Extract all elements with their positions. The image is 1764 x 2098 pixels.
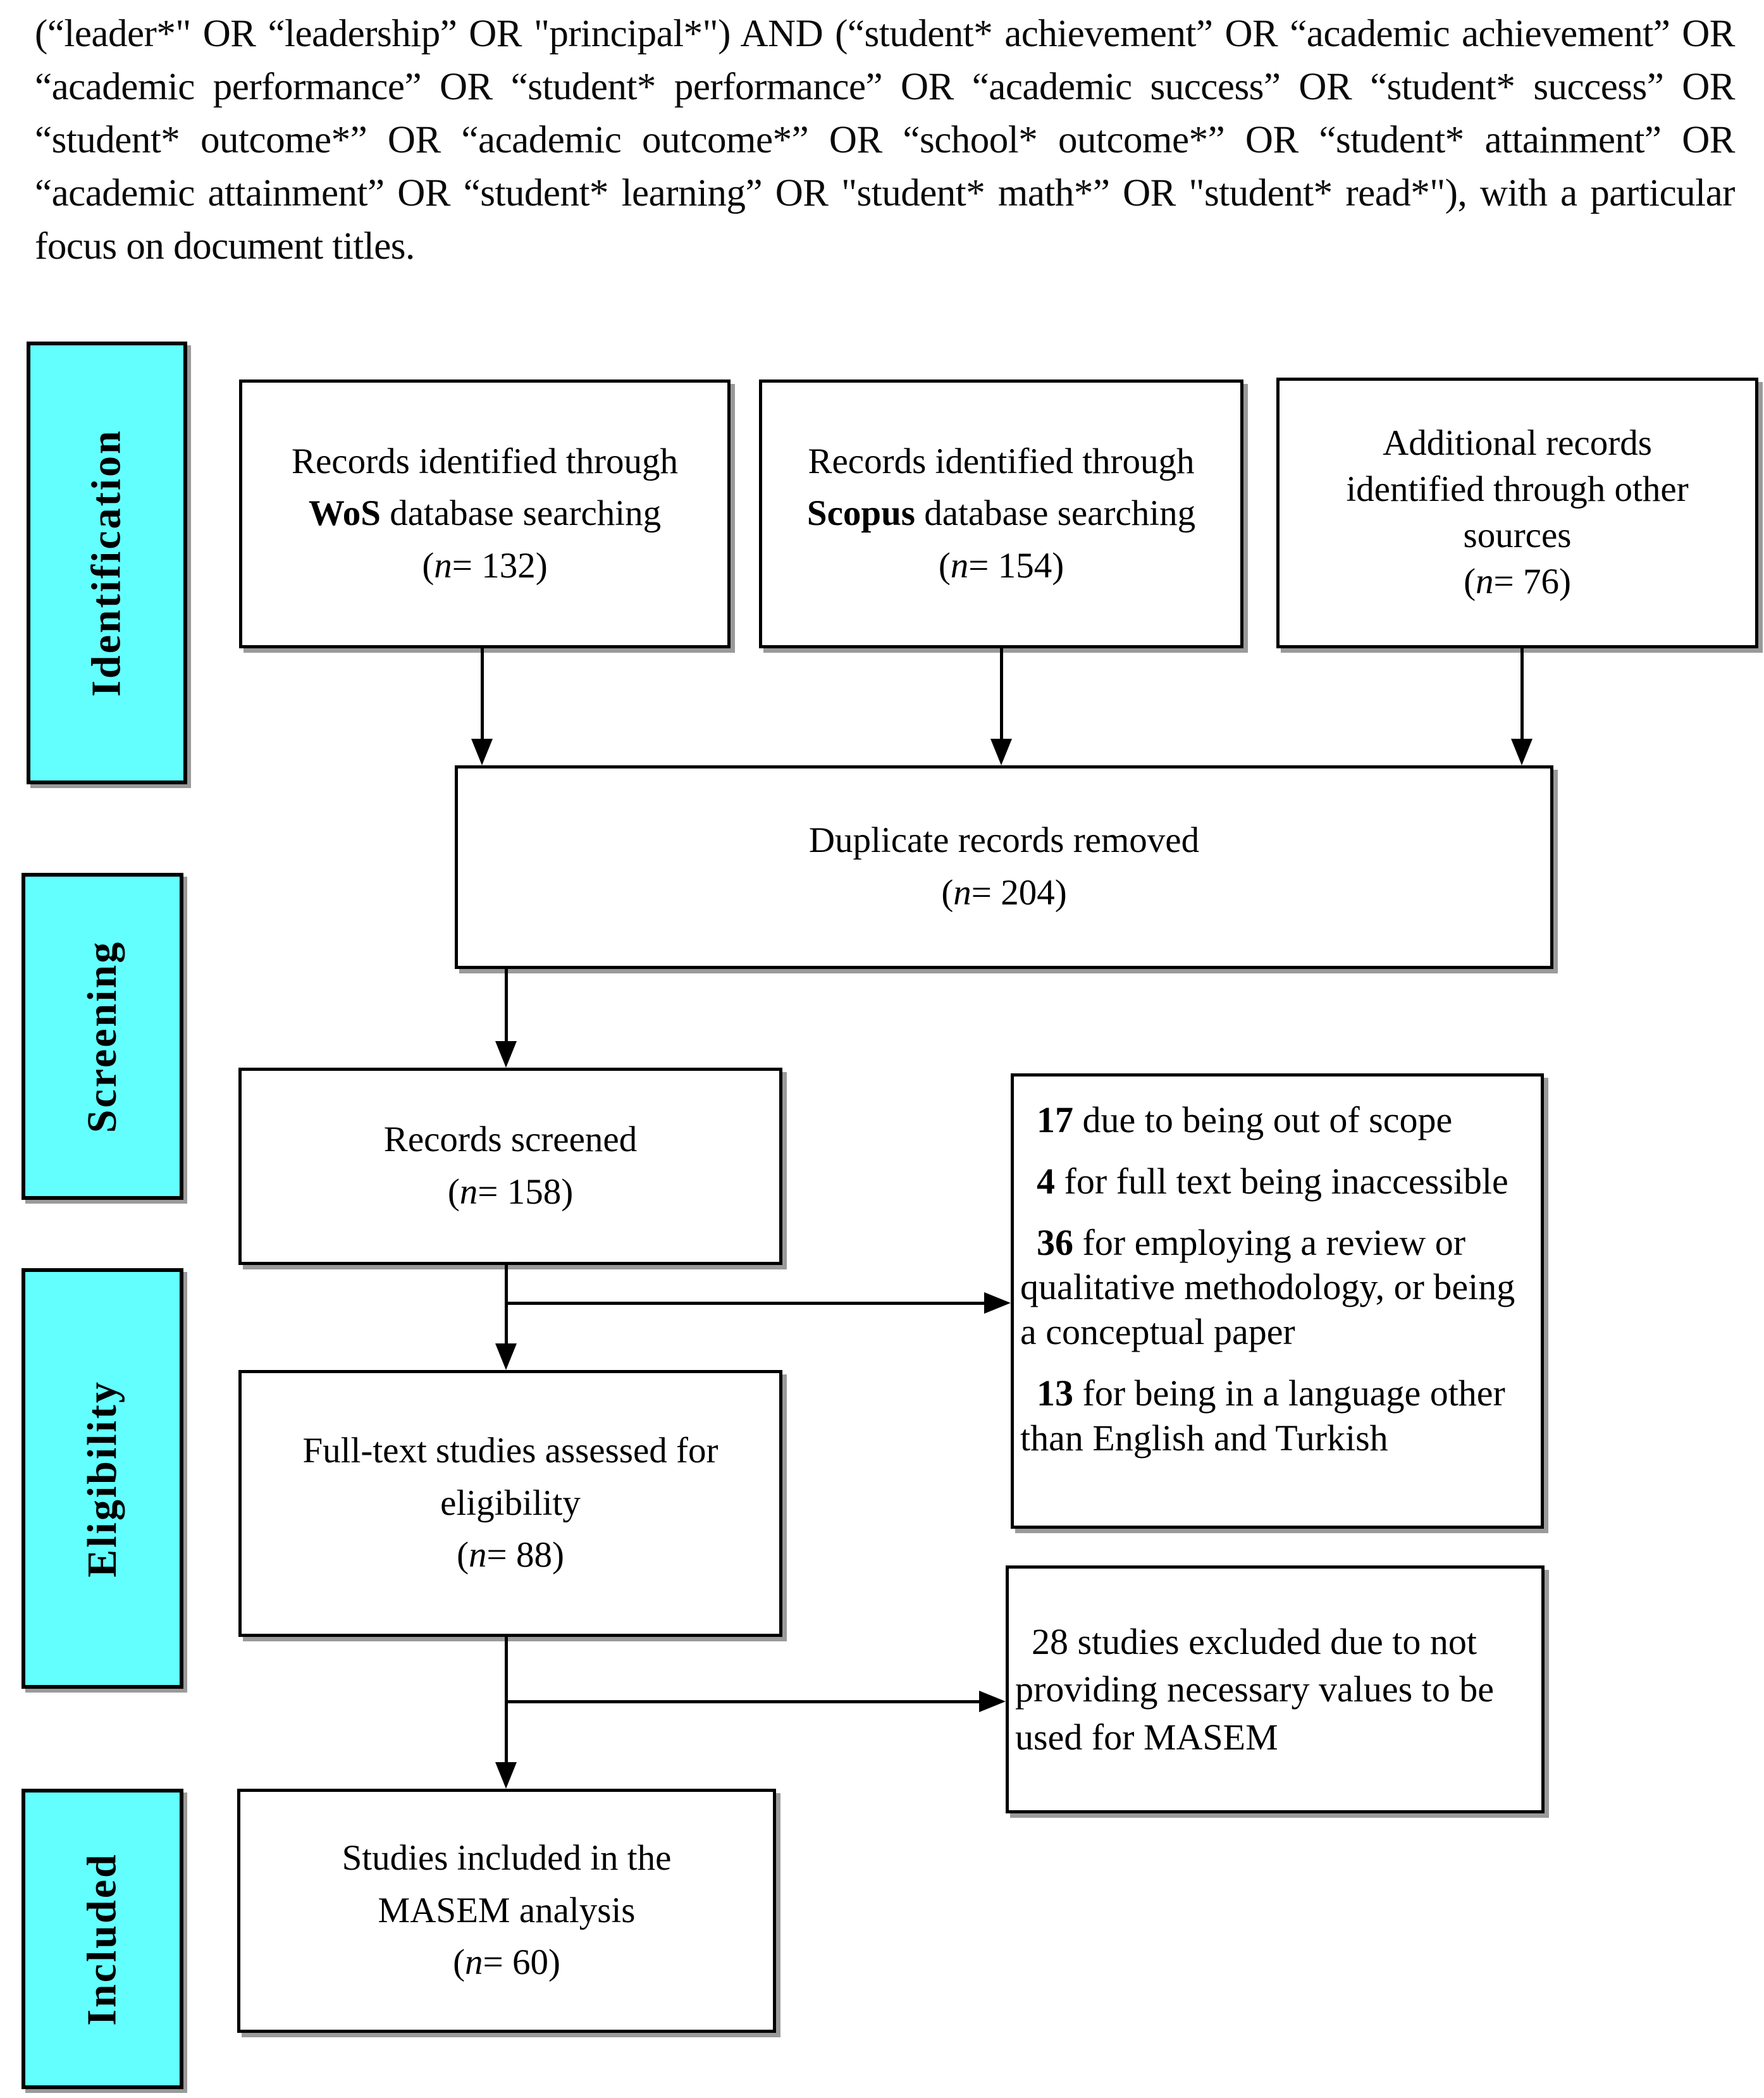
connector-duplicates-to-screened [505,969,508,1042]
arrowhead-other-to-duplicates [1511,739,1533,765]
stage-label-screening: Screening [22,873,183,1200]
connector-scopus-to-duplicates [1000,648,1003,740]
arrowhead-wos-to-duplicates [471,739,493,765]
box-fulltext-assessed: Full-text studies assessed for eligibili… [238,1370,782,1637]
stage-label-included: Included [22,1789,183,2089]
box-duplicates-removed-line1: Duplicate records removed [808,820,1200,861]
box-studies-included-line2: MASEM analysis [378,1890,636,1930]
arrowhead-screened-to-excluded [984,1292,1011,1314]
connector-other-to-duplicates [1520,648,1524,740]
stage-label-included-text: Included [79,1852,125,2026]
box-records-scopus-line2: Scopus database searching [806,493,1196,534]
connector-screened-to-excluded [506,1302,984,1305]
box-duplicates-removed: Duplicate records removed (n= 204) [455,765,1553,969]
box-fulltext-assessed-count: (n= 88) [457,1535,564,1576]
stage-label-eligibility-text: Eligibility [79,1379,126,1577]
box-duplicates-removed-count: (n= 204) [941,873,1067,913]
box-records-screened-line1: Records screened [383,1120,638,1160]
box-excluded-masem-text: 28 studies excluded due to not providing… [1015,1620,1495,1758]
box-records-other-sources: Additional records identified through ot… [1276,378,1758,648]
box-excluded-screening: 17 due to being out of scope 4 for full … [1011,1073,1544,1529]
box-fulltext-assessed-line1: Full-text studies assessed for [302,1431,719,1471]
box-records-other-line3: sources [1463,515,1572,555]
stage-label-identification: Identification [27,342,187,784]
box-studies-included-line1: Studies included in the [342,1838,672,1879]
arrowhead-duplicates-to-screened [495,1041,517,1068]
excluded-screening-item: 17 due to being out of scope [1037,1099,1453,1140]
arrowhead-fulltext-to-included [495,1762,517,1789]
arrowhead-scopus-to-duplicates [990,739,1012,765]
box-records-screened-count: (n= 158) [447,1172,574,1212]
box-records-other-line1: Additional records [1383,423,1652,464]
stage-label-identification-text: Identification [83,429,130,697]
excluded-screening-item: 4 for full text being inaccessible [1037,1160,1508,1202]
stage-label-screening-text: Screening [79,940,126,1133]
box-records-other-line2: identified through other [1346,469,1689,510]
excluded-screening-item: 36 for employing a review or qualitative… [1020,1221,1515,1353]
box-records-scopus-line1: Records identified through [808,441,1195,481]
excluded-screening-item: 13 for being in a language other than En… [1020,1372,1505,1459]
stage-label-eligibility: Eligibility [22,1268,183,1689]
arrowhead-screened-to-fulltext [495,1343,517,1370]
arrowhead-fulltext-to-excluded [979,1691,1006,1712]
box-records-screened: Records screened (n= 158) [238,1068,782,1265]
box-records-scopus: Records identified through Scopus databa… [759,379,1243,648]
search-query-paragraph: (“leader*" OR “leadership” OR "principal… [35,13,1736,268]
box-records-wos-line1: Records identified through [291,441,679,481]
box-records-wos: Records identified through WoS database … [239,379,731,648]
box-excluded-masem: 28 studies excluded due to not providing… [1006,1565,1545,1813]
connector-wos-to-duplicates [481,648,484,740]
box-studies-included-count: (n= 60) [453,1942,560,1983]
box-records-other-count: (n= 76) [1464,561,1571,602]
box-fulltext-assessed-line2: eligibility [440,1483,581,1523]
box-records-wos-line2: WoS database searching [308,493,662,534]
box-studies-included: Studies included in the MASEM analysis (… [237,1789,776,2033]
connector-fulltext-to-excluded [506,1700,979,1703]
box-records-wos-count: (n= 132) [422,545,548,586]
box-records-scopus-count: (n= 154) [938,545,1064,586]
